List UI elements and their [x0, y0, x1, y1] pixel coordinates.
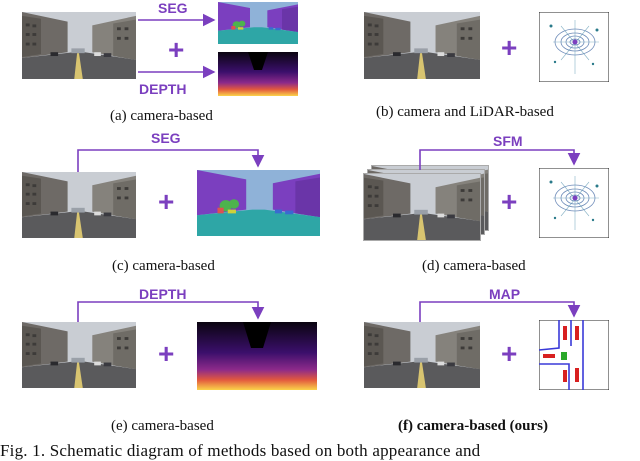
panel-b-photo — [364, 12, 480, 79]
panel-f-caption: (f) camera-based (ours) — [398, 418, 548, 434]
figure-caption-footer: Fig. 1. Schematic diagram of methods bas… — [0, 441, 481, 460]
panel-c-photo — [22, 172, 136, 238]
panel-f-map-arrow — [419, 301, 581, 322]
panel-e-caption: (e) camera-based — [111, 418, 214, 434]
panel-f-photo — [364, 322, 480, 388]
panel-d-sfm-image — [539, 168, 609, 238]
panel-f-map-label: MAP — [489, 286, 521, 302]
panel-d-caption: (d) camera-based — [422, 258, 526, 274]
panel-e-plus: + — [158, 338, 175, 369]
panel-c-caption: (c) camera-based — [112, 258, 215, 274]
panel-b-lidar-image — [539, 12, 609, 82]
panel-a-plus: + — [168, 34, 185, 65]
panel-a-depth-image — [218, 52, 298, 96]
panel-c-seg-image — [197, 170, 320, 236]
panel-e-photo — [22, 322, 136, 388]
panel-c-seg-arrow — [77, 149, 265, 172]
panel-f-map-image — [539, 320, 609, 390]
panel-a-depth-label: DEPTH — [139, 81, 187, 97]
panel-c-plus: + — [158, 186, 175, 217]
panel-d-plus: + — [501, 186, 518, 217]
panel-e-depth-label: DEPTH — [139, 286, 187, 302]
panel-d-sfm-label: SFM — [493, 133, 523, 149]
panel-c-seg-label: SEG — [151, 130, 181, 146]
panel-d-photo — [363, 173, 481, 241]
panel-e-depth-image — [197, 322, 317, 390]
panel-a-caption: (a) camera-based — [110, 108, 213, 124]
panel-a-seg-image — [218, 2, 298, 44]
panel-b-plus: + — [501, 32, 518, 63]
panel-e-depth-arrow — [77, 301, 265, 322]
panel-b-caption: (b) camera and LiDAR-based — [376, 104, 554, 120]
panel-f-plus: + — [501, 338, 518, 369]
panel-a-photo — [22, 12, 136, 79]
panel-a-seg-label: SEG — [158, 0, 188, 16]
